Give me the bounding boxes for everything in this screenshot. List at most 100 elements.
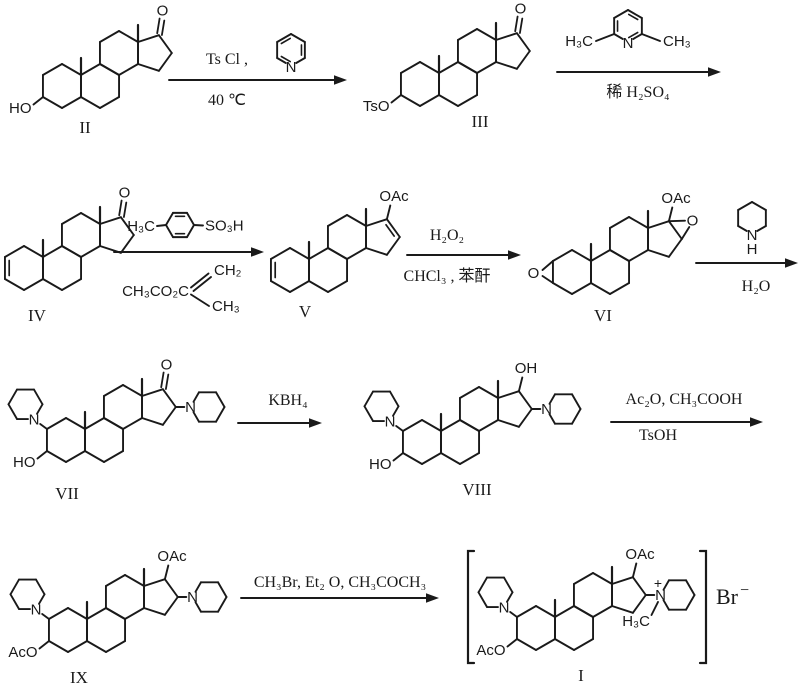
arrow-4-condition: CHCl₃ , 苯酐 [403,268,491,285]
piperidine-n-label: N [187,589,198,606]
epoxide-oxygen-label: O [687,213,699,230]
arrowhead [785,258,798,268]
ester-label: CH₃CO₂C [122,283,189,300]
reaction-arrow-7 [610,417,763,427]
epoxide-oxygen-label: O [528,265,540,282]
negative-charge: − [740,582,750,599]
piperidine-n-label: N [541,401,552,418]
bond-group [7,371,226,463]
c3-substituent-label: AcO [476,642,505,659]
structure-VIII-label: VIII [462,480,492,499]
methyl-label: H₃C [127,218,155,235]
arrow-7-reagent: Ac₂O, CH₃COOH [625,391,743,408]
c17-substituent-label: OAc [625,546,655,563]
bromide-ion: Br− [716,582,749,610]
c17-substituent-label: OAc [379,188,409,205]
arrowhead [251,247,264,257]
sulfo-label: SO₃H [205,218,244,235]
bond-group [556,67,721,77]
bond-group [595,9,661,42]
structure-II-label: II [79,118,91,137]
arrowhead [508,250,521,260]
arrowhead [426,593,439,603]
arrow-8-reagent: CH₃Br, Et₂ O, CH₃COCH₃ [253,574,427,591]
structure-V-skeleton: OAc [269,188,409,293]
arrowhead [334,75,347,85]
c17-oxygen-label: O [157,3,169,20]
structure-II-skeleton: HO O [9,3,173,117]
arrow-2-condition: 稀 H₂SO₄ [606,84,670,101]
structure-I-label: I [578,666,584,685]
arrowhead [309,418,322,428]
structure-III-label: III [471,112,489,131]
structure-III-skeleton: TsO O [363,1,531,115]
bond-group [190,272,212,307]
bond-group [406,250,521,260]
arrow-5-condition: H₂O [741,278,771,295]
bond-group [737,201,767,232]
reaction-arrow-3 [113,247,264,257]
piperidine-n-label: N [31,602,42,619]
bond-group [610,417,763,427]
reaction-arrow-6 [237,418,322,428]
piperidine-n-label: N [499,600,510,617]
arrow-6-reagent: KBH₄ [268,392,308,409]
bond-group [363,376,582,465]
arrow-4-reagent: H₂O₂ [429,227,465,244]
bond-group [695,258,798,268]
bond-group [541,206,691,295]
pyridine-n-label: N [623,35,634,52]
piperidine-n-label: N [385,414,396,431]
c3-substituent-label: TsO [363,98,390,115]
pyridine-n-label: N [286,59,297,76]
c3-substituent-label: HO [369,456,392,473]
bond-group [9,564,228,653]
structure-VI-label: VI [594,306,612,325]
bond-group [156,211,204,239]
reaction-arrow-8 [240,593,439,603]
arrowhead [750,417,763,427]
c17-substituent-label: OAc [661,190,691,207]
structure-VIII-skeleton: HO N OH N [363,360,582,473]
methyl-label: H₃C [565,33,593,50]
methylene-label: CH₂ [214,262,242,279]
arrow-7-condition: TsOH [639,427,677,444]
arrow-1-condition: 40 ℃ [208,92,246,109]
structure-V-label: V [298,302,312,321]
structure-IX-label: IX [70,668,88,687]
bond-group [113,247,264,257]
c3-substituent-label: HO [13,454,36,471]
piperidine-n-label: N [185,399,196,416]
right-bracket [698,549,708,665]
bond-group [32,17,173,109]
c17-oxygen-label: O [515,1,527,18]
n-methyl-label: H₃C [622,613,650,630]
positive-charge: + [654,575,662,591]
structure-IV-skeleton: O [3,185,135,291]
c17-substituent-label: OAc [157,548,187,565]
piperidine-n-label: N [29,412,40,429]
c3-substituent-label: HO [9,100,32,117]
piperidine-n-label: N [655,587,666,604]
methyl-label: CH₃ [212,298,240,315]
isopropenyl-acetate-icon: CH₃CO₂C CH₂ CH₃ [122,262,242,315]
bond-group [240,593,439,603]
bond-group [237,418,322,428]
bond-group [168,75,347,85]
c3-substituent-label: AcO [8,644,37,661]
reaction-arrow-5 [695,258,798,268]
piperidine-icon: NH [737,201,767,258]
arrowhead [708,67,721,77]
bond-group [276,33,306,64]
reaction-arrow-4 [406,250,521,260]
tosic-acid-icon: H₃C SO₃H [127,211,244,239]
amine-h-label: H [747,241,758,258]
bromide-symbol: Br [716,584,738,609]
c17-substituent-label: OH [515,360,538,377]
